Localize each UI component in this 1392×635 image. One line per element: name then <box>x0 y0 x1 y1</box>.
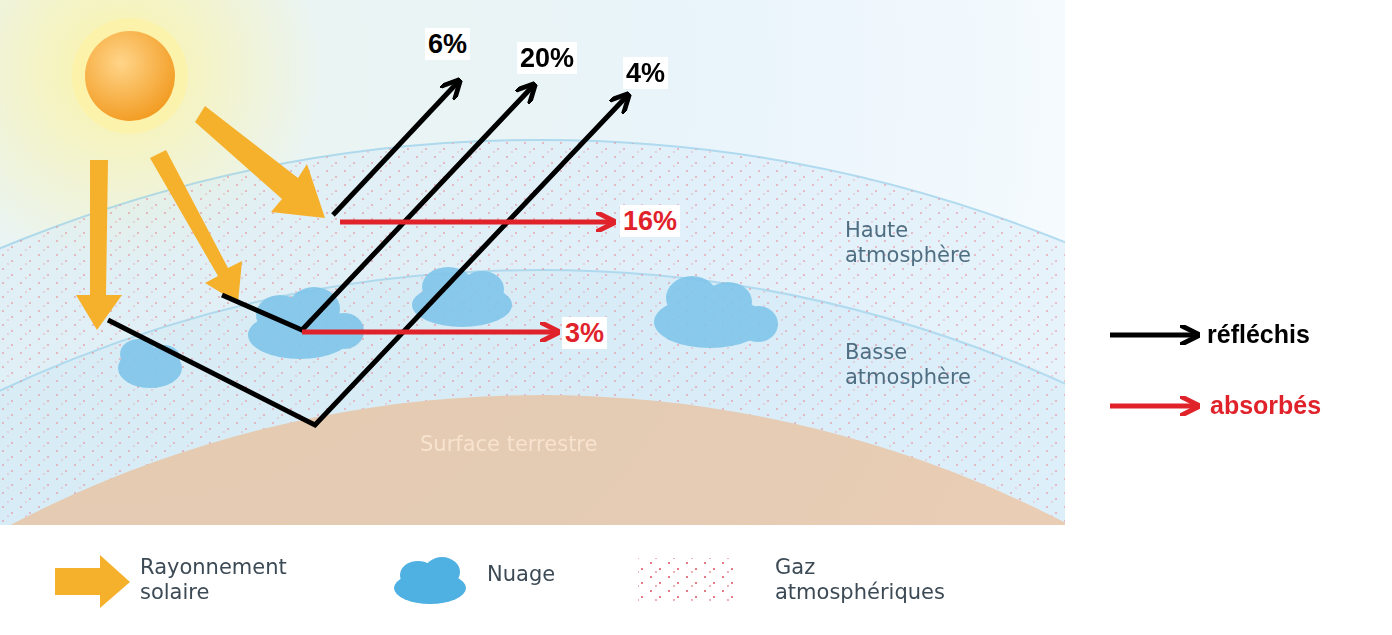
legend-dots <box>638 558 738 603</box>
legend-text: Gaz atmosphériques <box>775 555 975 605</box>
legend-text: réfléchis <box>1207 319 1310 349</box>
percent-value: 4% <box>623 57 668 89</box>
percent-value: 3% <box>562 317 607 349</box>
legend-cloud <box>394 557 466 604</box>
layer-name: Haute atmosphère <box>845 218 1035 268</box>
legend-text: Rayonnement solaire <box>140 555 330 605</box>
legend-arrow <box>55 555 130 608</box>
percent-value: 20% <box>517 42 577 74</box>
legend-arrow <box>1110 333 1196 338</box>
percent-value: 6% <box>425 28 470 60</box>
legend-arrow <box>1110 404 1196 409</box>
percent-value: 16% <box>620 205 680 237</box>
legend-text: absorbés <box>1210 390 1321 420</box>
surface-name: Surface terrestre <box>420 432 597 457</box>
layer-name: Basse atmosphère <box>845 340 1035 390</box>
legend-text: Nuage <box>487 562 555 587</box>
